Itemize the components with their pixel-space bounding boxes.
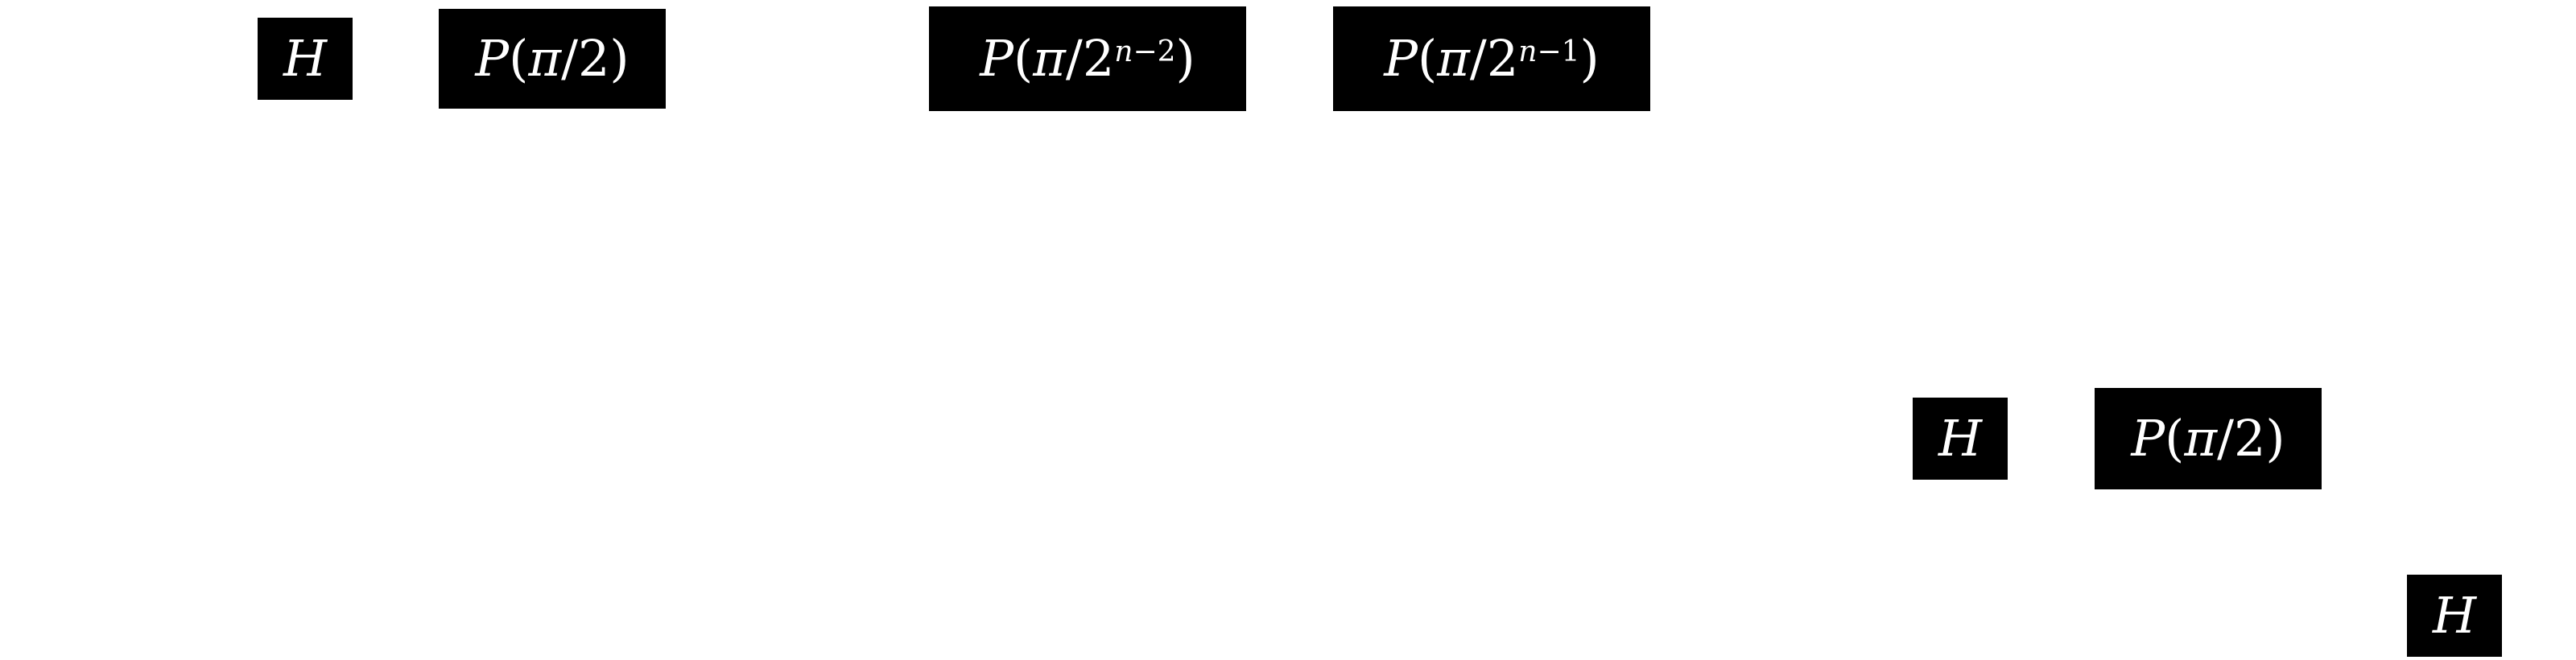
gate-p2-open-paren: ( <box>1013 29 1034 88</box>
gate-p3-base: 2 <box>1486 29 1519 88</box>
gate-p1-close-paren: ) <box>609 29 630 88</box>
gate-p3-box <box>1333 6 1650 111</box>
gate-p4-pi: π <box>2184 409 2218 468</box>
gate-p3-pi: π <box>1437 29 1470 88</box>
gate-p1-name: P <box>475 29 510 88</box>
gate-p2-close-paren: ) <box>1175 29 1195 88</box>
gate-p2-pi: π <box>1033 29 1066 88</box>
gate-p2-slash: / <box>1065 29 1083 88</box>
gate-p3-close-paren: ) <box>1579 29 1600 88</box>
gate-h2-box <box>1913 398 2008 480</box>
gate-p2-base: 2 <box>1082 29 1115 88</box>
gate-p4-close-paren: ) <box>2265 409 2285 468</box>
hadamard-gate-1: H <box>258 18 353 100</box>
gate-h1-symbol: H <box>283 29 328 88</box>
gate-p4-box <box>2095 388 2322 489</box>
gate-p3-slash: / <box>1469 29 1487 88</box>
gate-p3-open-paren: ( <box>1417 29 1438 88</box>
gate-p3-exponent: n−1 <box>1518 38 1579 67</box>
gate-p3-exp-num: 1 <box>1561 35 1580 68</box>
gate-p2-name: P <box>980 29 1013 88</box>
gate-h3-symbol: H <box>2432 586 2477 645</box>
gate-p4-slash: / <box>2217 409 2234 468</box>
gate-p2-exp-num: 2 <box>1157 35 1176 68</box>
gate-p4-denominator: 2 <box>2233 409 2266 468</box>
gate-p1-slash: / <box>561 29 578 88</box>
gate-h1-box <box>258 18 353 100</box>
hadamard-gate-2: H <box>1913 398 2008 480</box>
phase-gate-pi-over-2-first: P(π/2) <box>439 9 666 109</box>
gate-p1-denominator: 2 <box>577 29 610 88</box>
gate-h2-symbol: H <box>1938 409 1983 468</box>
gate-p1-open-paren: ( <box>509 29 529 88</box>
gate-p3-name: P <box>1384 29 1418 88</box>
gate-p2-box <box>929 6 1246 111</box>
gate-p4-open-paren: ( <box>2165 409 2185 468</box>
gate-p1-pi: π <box>528 29 562 88</box>
gate-p3-exp-minus: − <box>1537 35 1562 68</box>
hadamard-gate-3: H <box>2407 575 2502 657</box>
phase-gate-pi-over-2-second: P(π/2) <box>2095 388 2322 489</box>
gate-p3-exp-var: n <box>1518 35 1538 68</box>
gate-p1-box <box>439 9 666 109</box>
gate-p4-name: P <box>2131 409 2165 468</box>
gate-p2-exp-var: n <box>1114 35 1133 68</box>
gate-h3-box <box>2407 575 2502 657</box>
gate-p2-exp-minus: − <box>1133 35 1158 68</box>
gate-p2-exponent: n−2 <box>1114 38 1175 67</box>
